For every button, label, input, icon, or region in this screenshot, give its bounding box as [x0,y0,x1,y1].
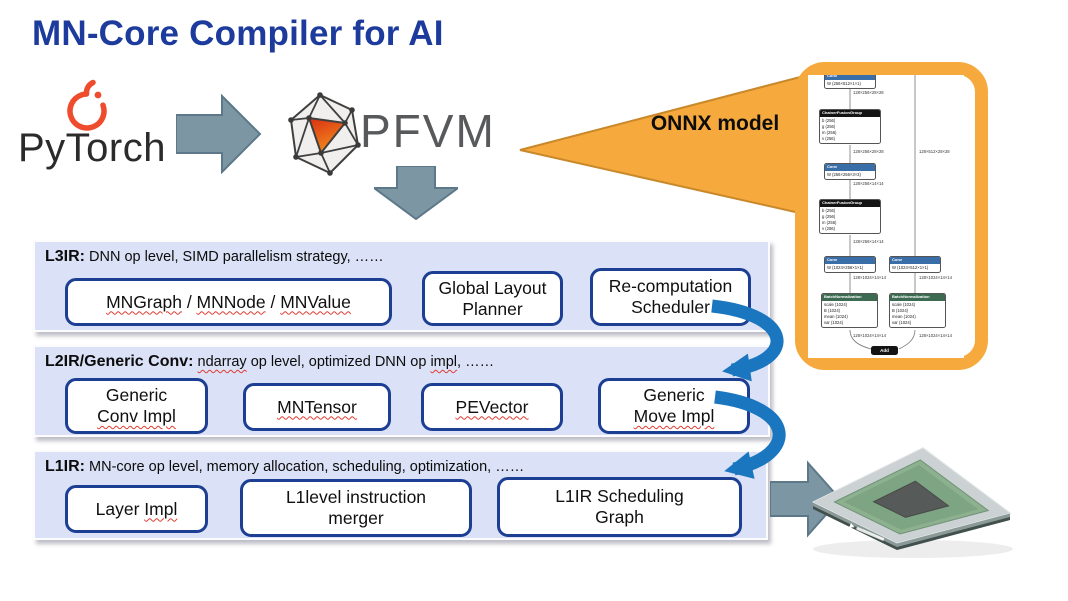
recomputation-scheduler-box: Re-computation Scheduler [590,268,751,326]
onnx-callout-label: ONNX model [650,112,780,135]
graph-node-conv: Conv W (1024×512×1×1) [889,256,941,273]
graph-node-batchnorm: BatchNormalization scale (1024) B (1024)… [821,293,878,329]
l1level-instruction-merger-box: L1level instruction merger [240,479,472,537]
mngraph-mnnode-mnvalue-box: MNGraph / MNNode / MNValue [65,278,392,326]
graph-node-fusion-group: ChainerFusionGroup b (256) g (256) m (25… [819,109,881,145]
mntensor-box: MNTensor [243,383,391,431]
onnx-graph: Conv W (256×512×1×1) 128×256×28×28 Chain… [808,75,964,358]
graph-node-batchnorm: BatchNormalization scale (1024) B (1024)… [889,293,946,329]
mn-core-chip-image [811,447,1013,558]
l1ir-header: L1IR: MN-core op level, memory allocatio… [45,458,525,475]
edge-label: 128×1024×14×14 [919,333,952,338]
onnx-callout-beak [519,74,805,216]
layer-impl-box: Layer Impl [65,485,208,533]
l3ir-panel: L3IR: DNN op level, SIMD parallelism str… [33,240,770,332]
edge-label: 128×1024×14×14 [919,275,952,280]
pfvm-label: PFVM [360,105,496,157]
generic-conv-impl-box: Generic Conv Impl [65,378,208,434]
l2ir-header: L2IR/Generic Conv: ndarray op level, opt… [45,353,495,370]
l3ir-header: L3IR: DNN op level, SIMD parallelism str… [45,248,384,265]
l1ir-panel: L1IR: MN-core op level, memory allocatio… [33,450,768,540]
edge-label: 128×256×14×14 [853,181,884,186]
graph-node-add: Add [871,346,898,355]
graph-node-fusion-group: ChainerFusionGroup b (256) g (256) m (25… [819,199,881,235]
pfvm-icosahedron-icon [288,92,361,176]
arrow-right-icon [176,94,262,174]
edge-label: 128×1024×14×14 [853,333,886,338]
edge-label: 128×256×28×28 [853,149,884,154]
curved-flow-arrows-icon [711,299,786,479]
edge-label: 128×1024×14×14 [853,275,886,280]
graph-edges [849,75,916,350]
pytorch-flame-icon [67,79,107,131]
page-title: MN-Core Compiler for AI [32,14,444,53]
graph-node-conv: Conv W (1024×256×1×1) [824,256,876,273]
l1ir-scheduling-graph-box: L1IR Scheduling Graph [497,477,742,537]
chip-vendor-logo [849,523,885,541]
edge-label: 128×256×14×14 [853,239,884,244]
arrow-right-to-chip-icon [770,460,842,538]
l2ir-panel: L2IR/Generic Conv: ndarray op level, opt… [33,345,770,437]
pytorch-label: PyTorch [18,126,166,170]
graph-node-conv: Conv W (256×256×3×3) [824,163,876,180]
arrow-down-icon [374,166,458,220]
graph-node-conv: Conv W (256×512×1×1) [824,75,876,89]
global-layout-planner-box: Global Layout Planner [422,271,563,326]
pevector-box: PEVector [421,383,563,431]
edge-label: 128×512×28×28 [919,149,950,154]
edge-label: 128×256×28×28 [853,90,884,95]
